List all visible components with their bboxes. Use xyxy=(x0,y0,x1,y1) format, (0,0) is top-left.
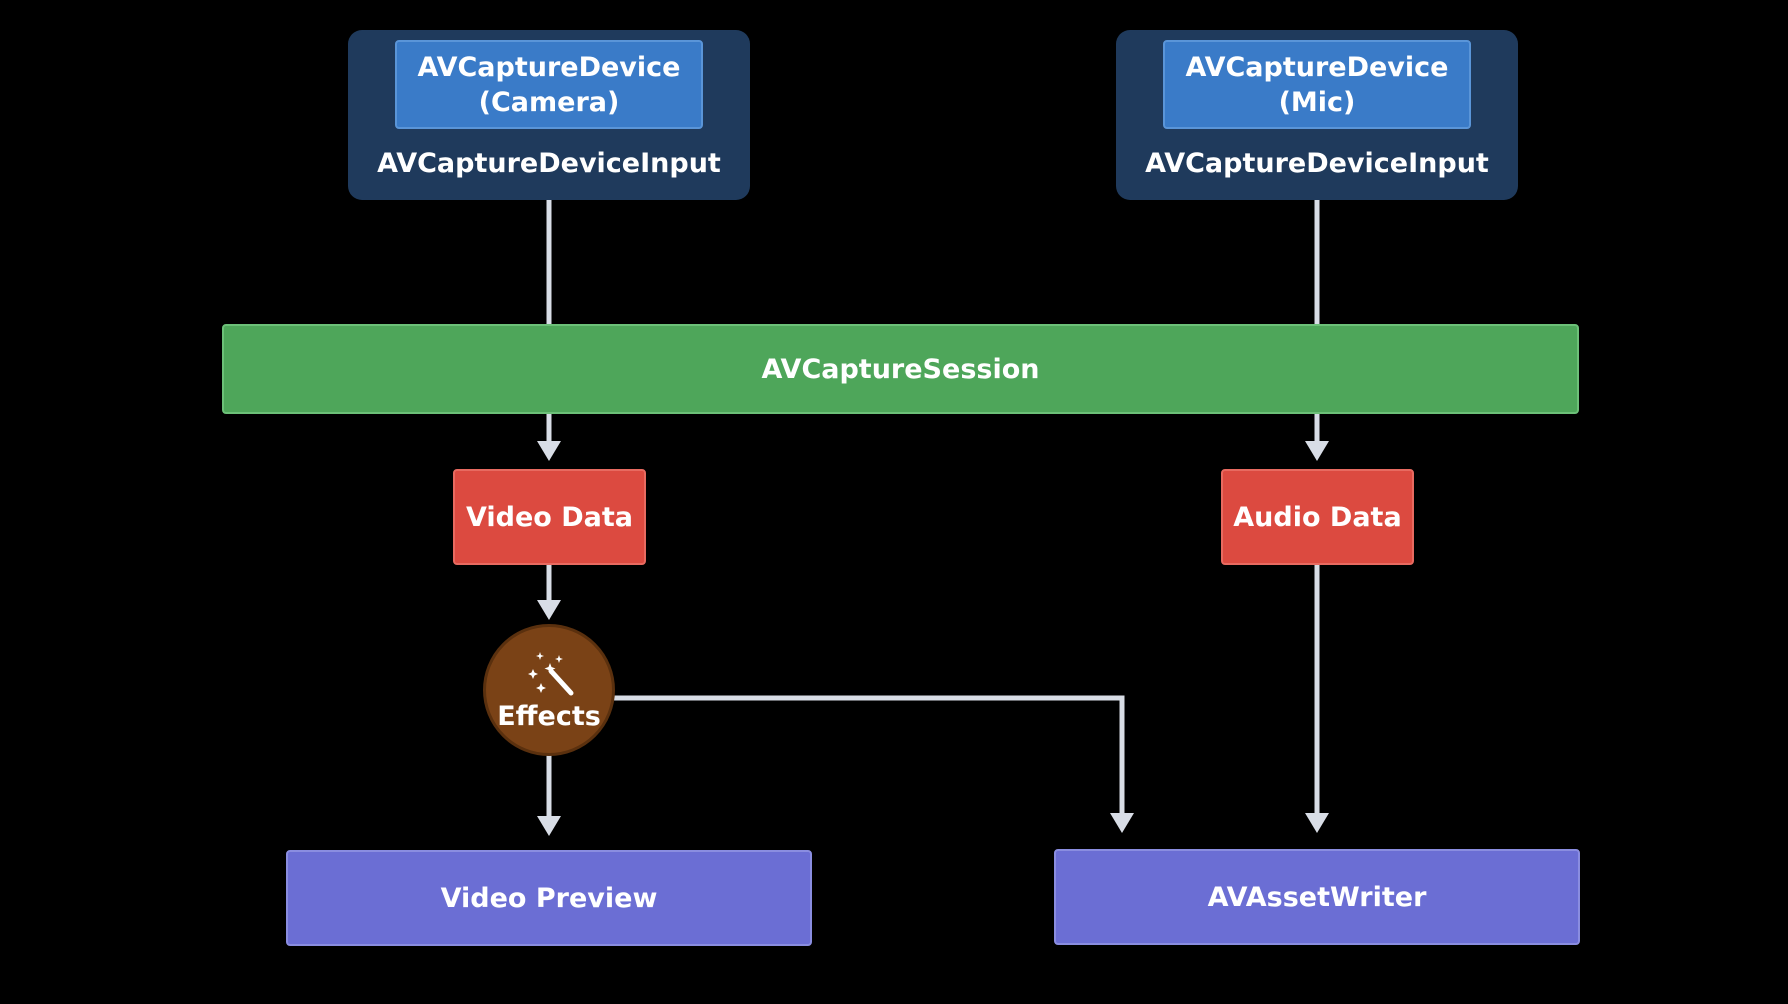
video-data-box: Video Data xyxy=(453,469,646,565)
connector-effects-to-writer xyxy=(612,695,1125,815)
arrowhead-video-data xyxy=(537,441,561,461)
arrowhead-writer-from-audio xyxy=(1305,813,1329,833)
camera-device-box: AVCaptureDevice (Camera) xyxy=(395,40,703,129)
arrowhead-audio-data xyxy=(1305,441,1329,461)
video-preview-box: Video Preview xyxy=(286,850,812,946)
mic-device-box: AVCaptureDevice (Mic) xyxy=(1163,40,1471,129)
effects-node: Effects xyxy=(483,624,615,756)
magic-wand-sparkles-icon xyxy=(528,651,574,695)
mic-device-type: (Mic) xyxy=(1278,86,1356,118)
audio-data-box: Audio Data xyxy=(1221,469,1414,565)
mic-device-name: AVCaptureDevice xyxy=(1185,51,1449,83)
camera-device-input-label: AVCaptureDeviceInput xyxy=(377,147,721,179)
asset-writer-box: AVAssetWriter xyxy=(1054,849,1580,945)
arrowhead-writer-from-effects xyxy=(1110,813,1134,833)
arrowhead-effects xyxy=(537,600,561,620)
capture-session-bar: AVCaptureSession xyxy=(222,324,1579,414)
effects-label: Effects xyxy=(497,700,601,732)
camera-device-name: AVCaptureDevice xyxy=(417,51,681,83)
camera-device-type: (Camera) xyxy=(478,86,620,118)
mic-device-input-label: AVCaptureDeviceInput xyxy=(1145,147,1489,179)
arrowhead-video-preview xyxy=(537,816,561,836)
